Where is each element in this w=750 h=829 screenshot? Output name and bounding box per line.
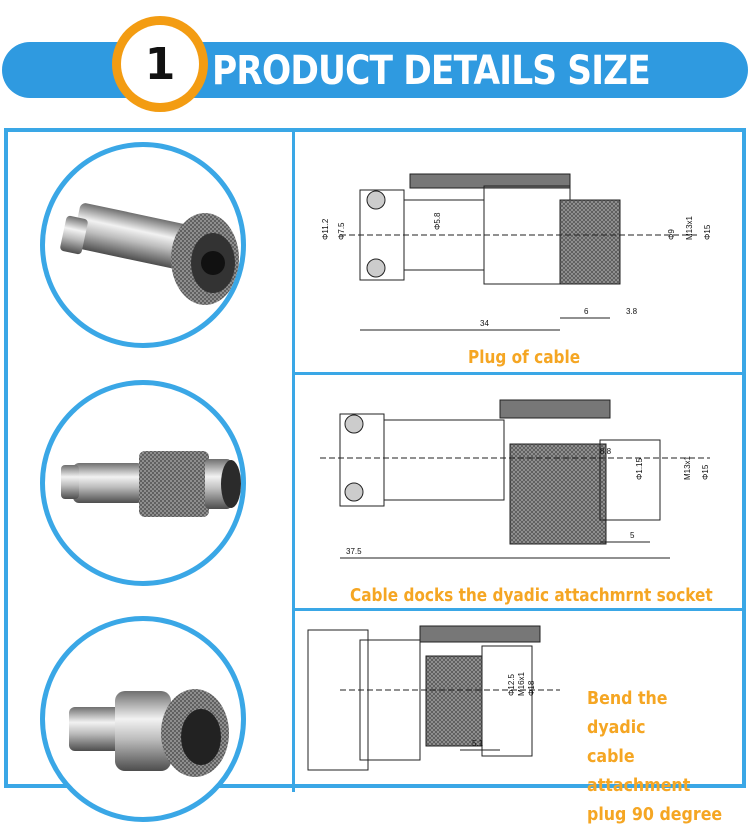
caption-socket: Cable docks the dyadic attachmrnt socket [350,585,713,606]
straight-plug-image [60,203,239,305]
dim-37-5: 37.5 [346,547,362,556]
socket-drawing: 8.8 Φ1.15 M13x1 Φ15 37.5 5 [320,399,710,559]
caption-angled: Bend the dyadic cable attachment plug 90… [587,688,723,825]
socket-image [61,451,241,517]
straight-plug-photo [40,142,246,348]
angled-plug-image [69,689,229,777]
dim-m13x1-socket: M13x1 [683,455,692,480]
dim-phi-1-15: Φ1.15 [635,457,644,480]
dim-phi-12-5: Φ12.5 [507,673,516,696]
dim-phi-11-2: Φ11.2 [321,218,330,240]
dim-phi-15-socket: Φ15 [701,464,710,480]
angled-plug-photo [40,616,246,822]
dim-8-8: 8.8 [600,447,612,456]
dim-phi-9: Φ9 [667,229,676,240]
dim-phi-7-5: Φ7.5 [337,222,346,240]
dim-phi-5-8: Φ5.8 [433,212,442,230]
dim-phi-15: Φ15 [703,224,712,240]
header-banner: 1 PRODUCT DETAILS SIZE [0,16,750,112]
step-badge: 1 [112,16,208,112]
plug-drawing: Φ11.2 Φ7.5 Φ5.8 Φ9 M13x1 Φ15 34 6 3.8 [321,173,712,331]
socket-photo [40,380,246,586]
dim-3-8: 3.8 [626,307,638,316]
dim-phi-18: Φ18 [527,680,536,696]
dim-5-1: 5.1 [472,739,484,748]
angled-drawing: Φ12.5 M16x1 Φ18 5.1 [307,625,560,771]
column-divider [292,132,295,792]
row-divider-1 [292,372,746,375]
page-title: PRODUCT DETAILS SIZE [212,48,651,94]
dim-m13x1: M13x1 [685,215,694,240]
dim-m16x1: M16x1 [517,671,526,696]
step-number: 1 [121,25,199,103]
dim-5: 5 [630,531,635,540]
dim-6: 6 [584,307,589,316]
dim-34: 34 [480,319,489,328]
row-divider-2 [292,608,746,611]
caption-plug: Plug of cable [468,347,581,368]
